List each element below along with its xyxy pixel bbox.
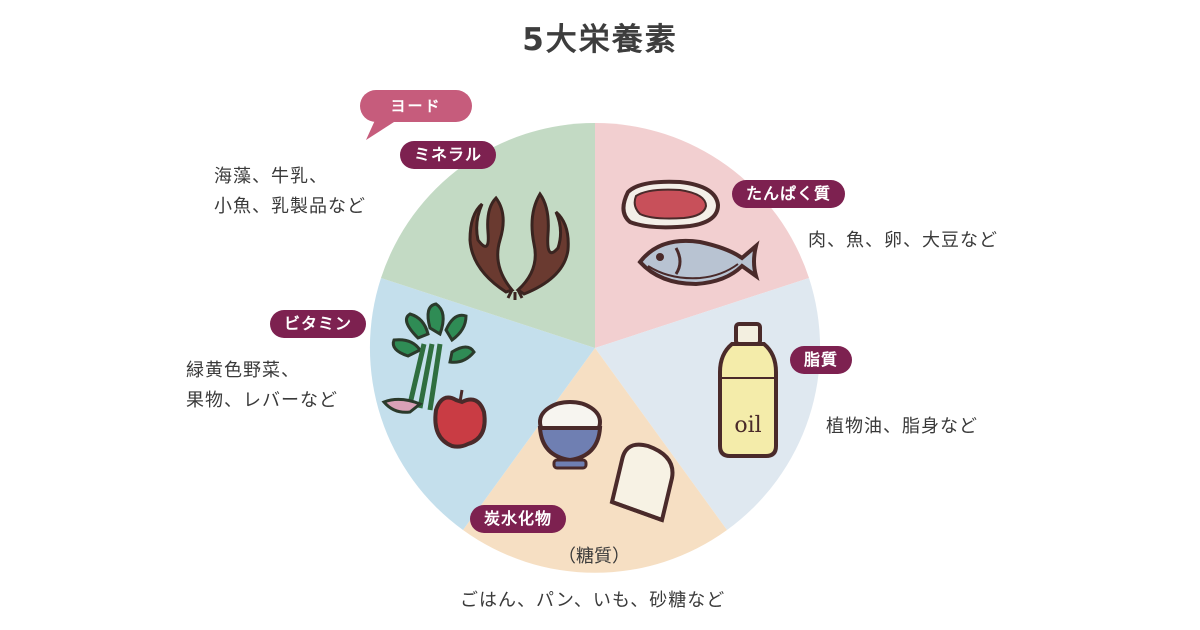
- sector-fat: [595, 278, 821, 530]
- spinach-icon: [381, 302, 476, 414]
- apple-icon: [433, 389, 487, 449]
- sublabel-carbohydrate: （糖質）: [558, 546, 630, 567]
- bread-icon: [609, 442, 675, 523]
- rice-bowl-icon: [537, 400, 603, 470]
- callout-iodine: ヨード: [360, 90, 472, 122]
- oil-bottle-icon: oil: [718, 322, 778, 458]
- label-mineral: ミネラル: [400, 141, 497, 169]
- fish-icon: [637, 238, 760, 287]
- examples-carbohydrate: ごはん、パン、いも、砂糖など: [460, 590, 726, 611]
- examples-vitamin-line1: 緑黄色野菜、: [186, 360, 300, 381]
- seaweed-icon: [468, 191, 570, 300]
- examples-vitamin: 緑黄色野菜、 果物、レバーなど: [186, 356, 338, 416]
- meat-icon: [621, 179, 721, 230]
- label-vitamin: ビタミン: [270, 310, 367, 338]
- diagram-title: 5大栄養素: [522, 22, 678, 58]
- bottle-label: oil: [734, 413, 761, 438]
- examples-protein: 肉、魚、卵、大豆など: [808, 230, 998, 251]
- label-protein: たんぱく質: [732, 180, 846, 208]
- examples-vitamin-line2: 果物、レバーなど: [186, 390, 338, 411]
- label-fat: 脂質: [790, 346, 853, 374]
- label-carbohydrate: 炭水化物: [470, 505, 567, 533]
- callout-tail-icon: [366, 118, 394, 140]
- sector-protein: [595, 122, 809, 348]
- sector-vitamin: [369, 278, 595, 530]
- examples-mineral-line2: 小魚、乳製品など: [214, 196, 366, 217]
- examples-fat: 植物油、脂身など: [826, 416, 978, 437]
- examples-mineral-line1: 海藻、牛乳、: [214, 166, 328, 187]
- examples-mineral: 海藻、牛乳、 小魚、乳製品など: [214, 162, 366, 222]
